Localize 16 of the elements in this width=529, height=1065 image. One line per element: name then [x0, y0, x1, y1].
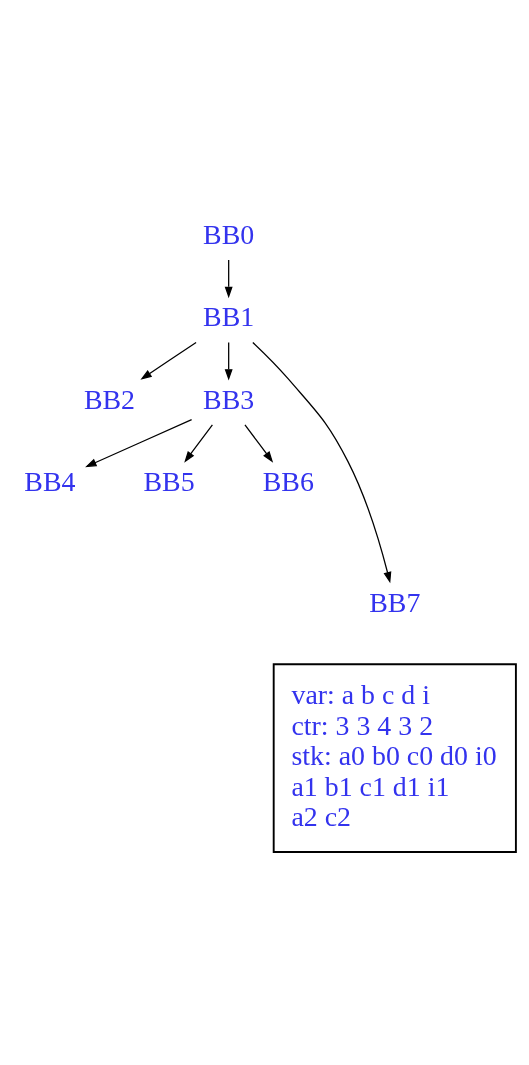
arrow: [252, 341, 392, 583]
arrow: [85, 418, 193, 467]
arrow: [184, 423, 214, 463]
arrow: [224, 258, 233, 298]
node-text: BB0: [203, 218, 255, 250]
node-text: BB2: [83, 383, 136, 415]
node-text: BB6: [262, 465, 314, 497]
node-box: var: a b c d i ctr: 3 3 4 3 2 stk: a0 b0 c0 d0 i0 a1 b1 c1 d1 i1 a2 c2: [272, 662, 517, 853]
node-text: BB3: [203, 383, 255, 415]
arrow: [244, 423, 274, 463]
arrow: [224, 341, 233, 381]
node-text: BB4: [24, 465, 76, 497]
node-text: BB7: [369, 586, 421, 618]
arrow: [140, 341, 197, 380]
node-text: BB5: [143, 465, 195, 497]
node-text: BB1: [203, 300, 255, 332]
